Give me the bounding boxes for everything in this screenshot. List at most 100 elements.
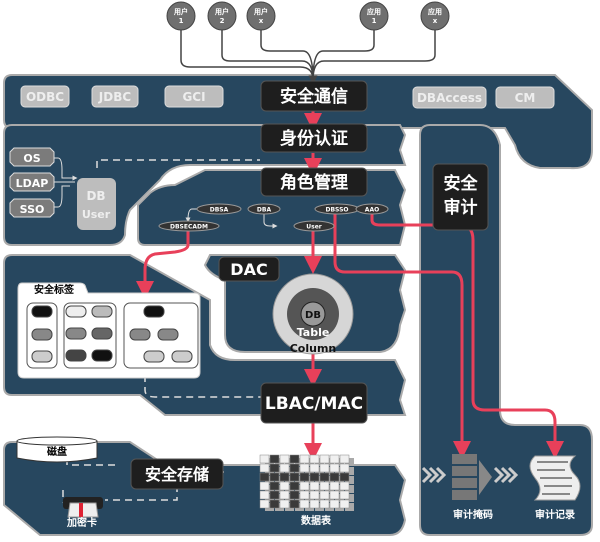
source-node[interactable]: 应用1	[359, 1, 389, 31]
disk-icon	[16, 436, 98, 463]
table-cell-shadow	[345, 494, 354, 502]
role-label: User	[306, 224, 322, 231]
stage-secure-storage[interactable]: 安全存储	[130, 458, 224, 490]
table-cell	[339, 481, 350, 491]
label-pill	[157, 328, 179, 341]
role-dbsa[interactable]: DBSA	[196, 203, 242, 215]
table-cell	[319, 472, 330, 482]
table-cell	[339, 490, 350, 500]
table-cell-shadow	[315, 476, 324, 484]
table-cell	[319, 499, 330, 509]
source-node[interactable]: 用户2	[207, 1, 237, 31]
table-cell	[289, 454, 300, 464]
role-dba[interactable]: DBA	[247, 203, 281, 215]
interface-cm: CM	[495, 86, 555, 109]
interface-dbaccess: DBAccess	[412, 86, 487, 109]
table-cell	[279, 454, 290, 464]
security-label-card: 安全标签	[17, 282, 201, 379]
role-dbsecadm[interactable]: DBSECADM	[158, 220, 220, 232]
table-cell	[339, 463, 350, 473]
stage-label: 角色管理	[280, 172, 348, 193]
source-label: 用户	[254, 7, 268, 16]
table-cell-shadow	[345, 458, 354, 466]
stage-security-audit[interactable]: 安全审计	[432, 163, 489, 231]
role-label: DBSA	[210, 207, 229, 214]
table-cell	[299, 454, 310, 464]
table-cell-shadow	[305, 458, 314, 466]
stage-authentication[interactable]: 身份认证	[260, 123, 368, 153]
source-node[interactable]: 用户1	[166, 1, 196, 31]
label-pill	[65, 305, 87, 318]
table-cell-shadow	[265, 458, 274, 466]
table-cell	[309, 481, 320, 491]
table-cell	[259, 463, 270, 473]
interface-label: DBAccess	[417, 91, 482, 105]
table-cell	[279, 463, 290, 473]
source-index: 2	[220, 17, 225, 25]
stage-label: 安全通信	[280, 86, 348, 107]
source-label: 应用	[367, 7, 381, 16]
table-cell-shadow	[275, 503, 284, 511]
table-cell	[289, 490, 300, 500]
table-cell	[289, 499, 300, 509]
stage-label: 身份认证	[280, 128, 348, 149]
flow-arrows	[136, 108, 564, 461]
table-cell	[259, 454, 270, 464]
table-cell-shadow	[275, 485, 284, 493]
audit-record-label: 审计记录	[535, 508, 575, 521]
source-node[interactable]: 应用x	[420, 1, 450, 31]
stage-role-management[interactable]: 角色管理	[260, 167, 368, 197]
label-pill	[129, 328, 151, 341]
table-cell	[279, 481, 290, 491]
table-cell	[259, 472, 270, 482]
interface-label: ODBC	[26, 90, 64, 104]
source-circle	[420, 1, 450, 31]
table-cell-shadow	[335, 467, 344, 475]
role-user[interactable]: User	[293, 220, 335, 232]
stage-lbac-mac[interactable]: LBAC/MAC	[260, 382, 368, 424]
role-aao[interactable]: AAO	[355, 203, 389, 215]
table-cell	[309, 499, 320, 509]
table-cell-shadow	[325, 503, 334, 511]
stage-secure-communication[interactable]: 安全通信	[260, 80, 368, 112]
table-cell	[289, 463, 300, 473]
table-cell-shadow	[315, 485, 324, 493]
table-cell-shadow	[325, 467, 334, 475]
table-cell	[269, 472, 280, 482]
auth-source-ldap: LDAP	[9, 172, 55, 192]
table-cell	[309, 463, 320, 473]
label-pill	[143, 350, 165, 363]
label-pill	[91, 305, 113, 318]
table-cell-shadow	[285, 503, 294, 511]
role-label: AAO	[365, 207, 379, 214]
stage-dac[interactable]: DAC	[218, 256, 280, 282]
table-cell-shadow	[315, 494, 324, 502]
table-cell	[329, 454, 340, 464]
table-cell-shadow	[315, 467, 324, 475]
table-cell-shadow	[345, 476, 354, 484]
table-cell	[329, 472, 340, 482]
source-node[interactable]: 用户x	[246, 1, 276, 31]
table-cell	[309, 490, 320, 500]
table-cell-shadow	[305, 494, 314, 502]
table-cell	[329, 463, 340, 473]
label-pill	[31, 328, 53, 341]
auth-source-label: LDAP	[16, 177, 49, 190]
table-cell-shadow	[265, 494, 274, 502]
role-dbsso[interactable]: DBSSO	[314, 203, 360, 215]
table-cell	[269, 499, 280, 509]
audit-mask-icon	[452, 454, 492, 500]
table-cell-shadow	[305, 503, 314, 511]
table-cell-shadow	[275, 467, 284, 475]
audit-mask-label: 审计掩码	[453, 508, 493, 521]
role-label: DBA	[257, 207, 272, 214]
source-circle	[246, 1, 276, 31]
interface-label: GCI	[182, 90, 205, 104]
table-cell-shadow	[315, 503, 324, 511]
label-pill	[31, 350, 53, 363]
table-cell-shadow	[285, 467, 294, 475]
data-table-label: 数据表	[301, 514, 332, 527]
table-cell-shadow	[335, 458, 344, 466]
stage-label: DAC	[230, 260, 267, 279]
